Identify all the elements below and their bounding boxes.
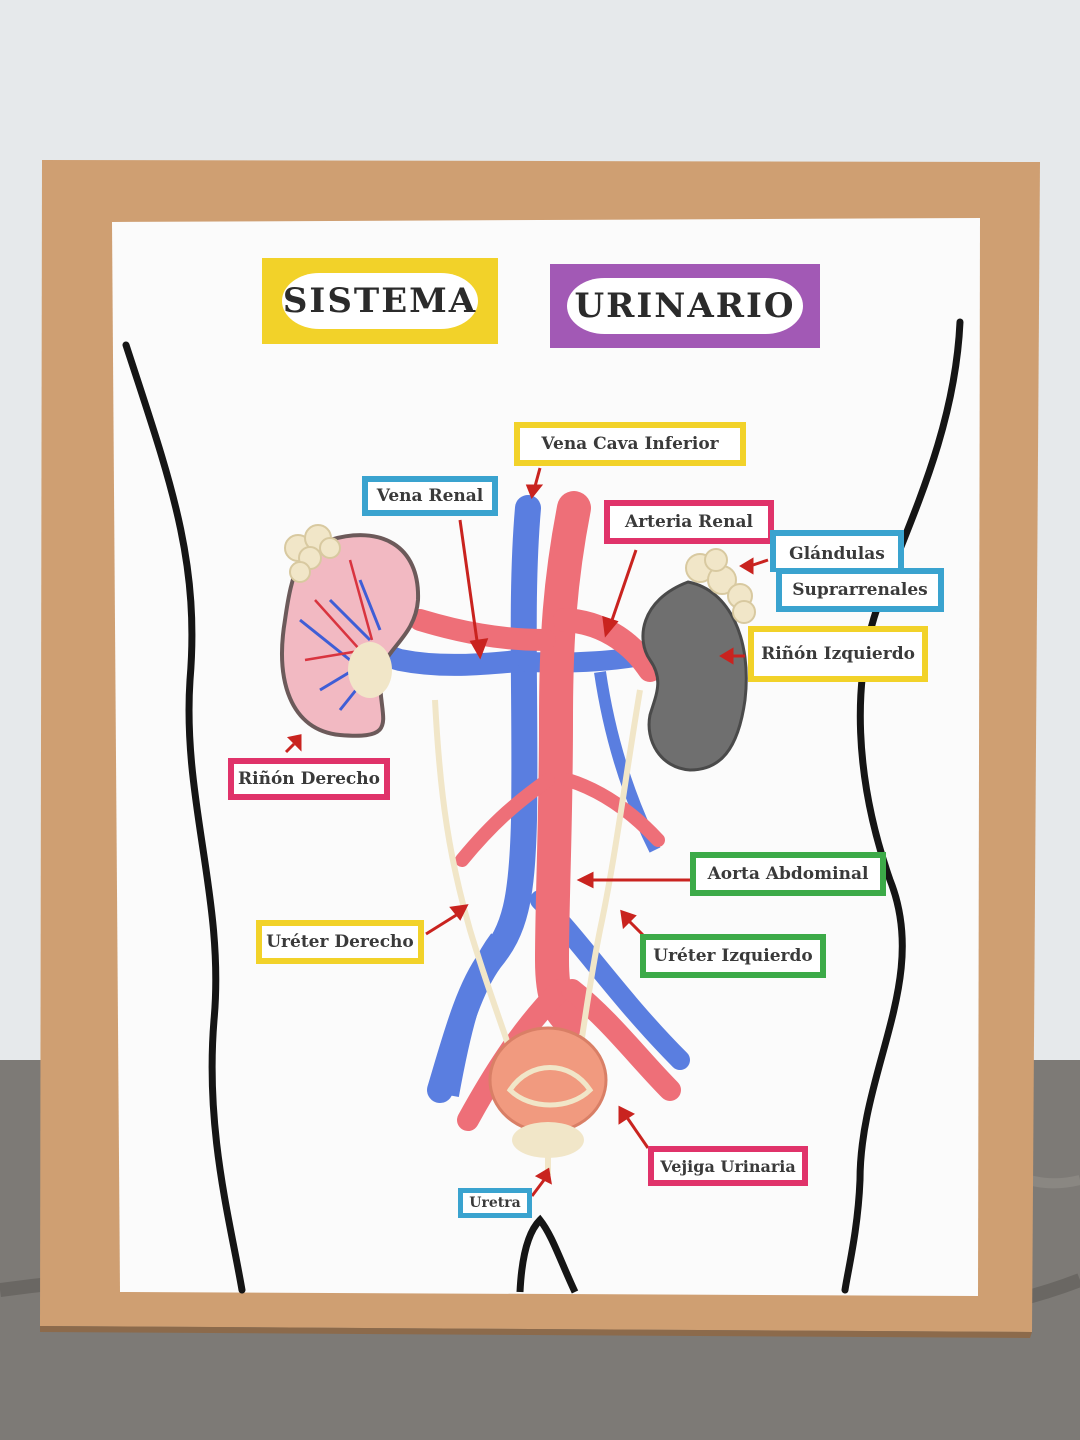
right-kidney-pelvis (348, 642, 392, 698)
label-arteria-renal: Arteria Renal (604, 500, 774, 544)
iliac-artery-left (561, 979, 681, 1101)
arrow-arteria-renal (608, 549, 638, 627)
bladder-model (488, 1026, 608, 1134)
prostate-model (512, 1122, 584, 1158)
arrow-uretra (530, 1179, 546, 1197)
label-rinon-derecho: Riñón Derecho (228, 758, 390, 800)
body-outline-legs (516, 1214, 579, 1294)
label-uretra: Uretra (458, 1188, 532, 1218)
label-ureter-derecho: Uréter Derecho (256, 920, 424, 964)
right-adrenal-gland-model (284, 524, 341, 583)
title-urinario-box: URINARIO (550, 264, 820, 348)
left-renal-artery-model (553, 608, 662, 682)
label-suprarrenales: Suprarrenales (776, 568, 944, 612)
right-kidney-vessels (299, 579, 382, 711)
arrow-vena-renal (458, 519, 480, 649)
label-ureter-izquierdo: Uréter Izquierdo (640, 934, 826, 978)
left-adrenal-gland-model (685, 548, 756, 624)
mesenteric-artery-2 (561, 773, 665, 847)
board-shadow (40, 1326, 1032, 1338)
left-kidney-model (641, 580, 748, 772)
right-ureter-model (432, 699, 513, 1051)
right-kidney-model (280, 533, 421, 738)
iliac-vein-right (437, 933, 509, 1097)
label-glandulas: Glándulas (770, 530, 904, 572)
mesenteric-artery (455, 773, 555, 867)
arrow-ureter-der (425, 912, 459, 936)
title-sistema: SISTEMA (282, 281, 478, 321)
bladder-trigone (506, 1065, 594, 1108)
arrow-rinon-der (284, 742, 296, 754)
body-outline-left (122, 341, 246, 1294)
title-sistema-box: SISTEMA (262, 258, 498, 344)
label-aorta-abdominal: Aorta Abdominal (690, 852, 886, 896)
label-vena-renal: Vena Renal (362, 476, 498, 516)
right-renal-artery-model (409, 609, 556, 651)
arrow-vejiga (624, 1115, 650, 1149)
label-vejiga-urinaria: Vejiga Urinaria (648, 1146, 808, 1186)
label-rinon-izquierdo: Riñón Izquierdo (748, 626, 928, 682)
left-ureter-model (577, 689, 643, 1051)
label-vena-cava: Vena Cava Inferior (514, 422, 746, 466)
title-urinario: URINARIO (574, 286, 796, 326)
body-outline-right (841, 318, 964, 1294)
